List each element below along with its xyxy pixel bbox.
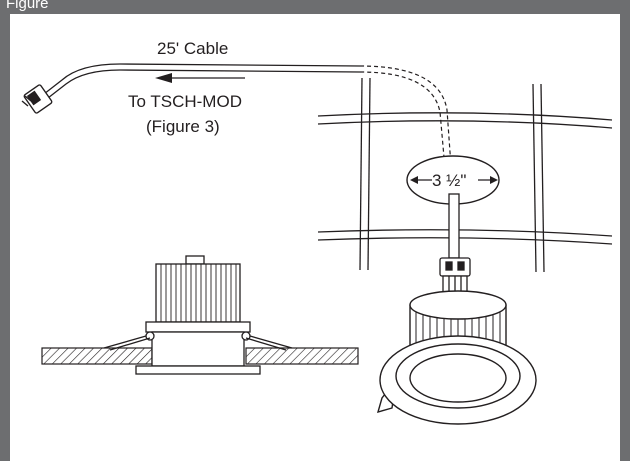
ceiling-section xyxy=(41,347,359,365)
drop-cable xyxy=(448,193,460,259)
ceiling-hole xyxy=(406,155,500,205)
figure-reference-label: (Figure 3) xyxy=(146,117,220,136)
cable xyxy=(43,63,453,181)
cable-length-label: 25' Cable xyxy=(157,39,228,58)
plug-connector-icon xyxy=(439,257,471,293)
cable-connector-icon xyxy=(21,84,53,114)
hole-diameter-label: 3 ½" xyxy=(432,171,466,190)
downlight-side-view xyxy=(103,255,293,375)
direction-arrow-icon xyxy=(155,73,245,83)
destination-label: To TSCH-MOD xyxy=(128,92,242,111)
ceiling-grid xyxy=(317,77,613,273)
figure-title: Figure xyxy=(6,0,49,12)
downlight-fixture xyxy=(376,290,537,425)
